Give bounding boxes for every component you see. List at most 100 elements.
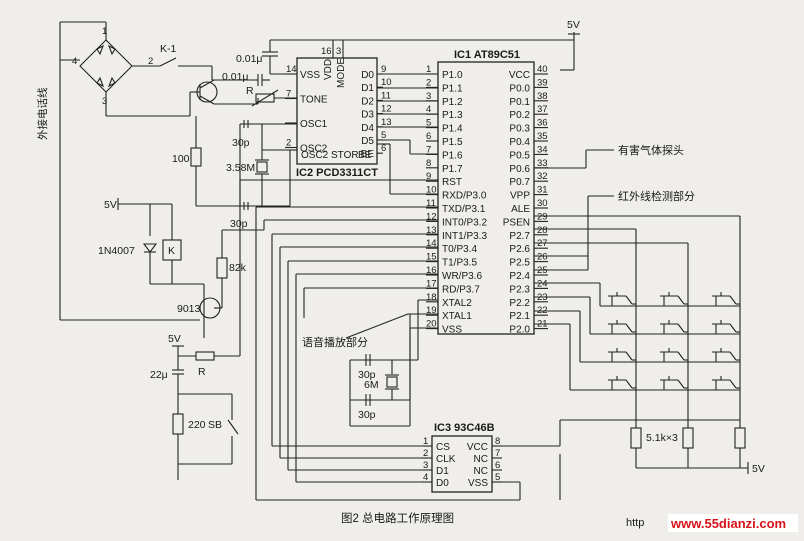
ic1-left-pin-name: WR/P3.6 (442, 271, 482, 282)
ic1-right-pin-num: 36 (537, 118, 548, 129)
figure-caption: 图2 总电路工作原理图 (341, 511, 454, 525)
ic1-left-pin-num: 19 (426, 305, 437, 316)
ic1-left-pin-num: 15 (426, 252, 437, 263)
ic3-right-pin-num: 6 (495, 460, 500, 471)
cap-30p-c-label: 30p (358, 369, 376, 381)
bridge-pin4: 4 (72, 56, 77, 67)
gas-probe-label: 有害气体探头 (618, 143, 684, 157)
ic1-left-pin-num: 11 (426, 198, 436, 209)
r100-label: 100 (172, 153, 190, 165)
vcc-top-label: 5V (567, 19, 580, 31)
ic2-right-pin-name: D4 (361, 123, 374, 134)
ic1-left-pin-name: T0/P3.4 (442, 244, 477, 255)
ic1-left-pin-name: P1.0 (442, 70, 463, 81)
ic1-right-pin-name: P0.1 (509, 97, 530, 108)
keypad-switch (660, 292, 688, 306)
keypad-switch (712, 376, 740, 390)
transistor-9013-label: 9013 (177, 303, 201, 315)
ic1-left-pin-name: RST (442, 177, 462, 188)
ic1-left-pin-name: XTAL2 (442, 298, 472, 309)
ic2-label-osc2: OSC2 (301, 150, 329, 161)
ic3-title: IC3 93C46B (434, 422, 495, 434)
ic3-right-pin-name: NC (474, 454, 488, 465)
ic1-ic3-wires (255, 206, 521, 501)
ic1-left-pin-num: 18 (426, 292, 437, 303)
ic1-right-pin-num: 30 (537, 198, 548, 209)
ic1-left-pin-num: 4 (426, 104, 431, 115)
vcc-bottom-label: 5V (752, 463, 765, 475)
ic1-left-pin-num: 9 (426, 171, 431, 182)
ic1-right-pin-num: 24 (537, 278, 548, 289)
cap-001-b-label: 0.01μ (222, 71, 249, 83)
ic1-right-pin-name: VCC (509, 70, 530, 81)
ic1-left-pin-num: 12 (426, 211, 437, 222)
ic1-right-pin-num: 26 (537, 252, 548, 263)
watermark-prefix: http (626, 517, 644, 529)
voice-section: 语音播放部分 30p 6M 30p (302, 299, 438, 427)
ic2-right-pin-num: 11 (381, 90, 391, 101)
ic3-left-pin-num: 3 (423, 460, 428, 471)
ic1-left-pin-num: 1 (426, 64, 431, 75)
ic1-right-pin-name: P0.6 (509, 164, 530, 175)
ic3-left-pin-name: D0 (436, 478, 449, 489)
ic1-right-pin-name: P2.4 (509, 271, 530, 282)
ir-section: 红外线检测部分 (534, 189, 695, 271)
ic1-right-pin-name: P2.1 (509, 311, 530, 322)
sb-label: SB (208, 419, 222, 431)
bridge-pin2: 2 (148, 56, 153, 67)
relay-label: K (168, 245, 175, 257)
ic1-right-pin-name: P0.0 (509, 83, 530, 94)
ic3-right-pin-num: 5 (495, 472, 500, 483)
vcc-reset-label: 5V (168, 333, 181, 345)
ic1-right-pin-name: P2.3 (509, 284, 530, 295)
ic1-left-pin-num: 10 (426, 185, 437, 196)
ic1-chip: IC1 AT89C51 1P1.02P1.13P1.24P1.35P1.46P1… (426, 49, 548, 336)
ic1-left-pin-name: VSS (442, 325, 462, 336)
keypad-switch (660, 348, 688, 362)
watermark-bg (668, 514, 798, 532)
ic2-title: IC2 PCD3311CT (296, 167, 378, 179)
ic1-right-pin-name: P2.0 (509, 325, 530, 336)
keypad-switch (712, 292, 740, 306)
ic3-right-pin-num: 7 (495, 448, 500, 459)
keypad-switch (608, 320, 636, 334)
ic2-right-pin-num: 10 (381, 77, 392, 88)
keypad-switch (712, 348, 740, 362)
ic1-right-pin-num: 39 (537, 77, 548, 88)
cap-30p-a-label: 30p (232, 137, 250, 149)
ic1-left-pin-name: INT1/P3.3 (442, 231, 487, 242)
ic1-right-pin-name: P2.2 (509, 298, 530, 309)
ic1-right-pin-name: ALE (511, 204, 530, 215)
ic3-left-pin-name: CLK (436, 454, 456, 465)
ic1-right-pin-name: P0.5 (509, 150, 530, 161)
k1-label: K-1 (160, 43, 177, 55)
r-tone-label: R (246, 85, 254, 97)
ic1-right-pin-num: 35 (537, 131, 548, 142)
ic1-left-pin-name: P1.1 (442, 83, 463, 94)
ic1-right-pin-name: P2.7 (509, 231, 530, 242)
ic1-left-pin-name: P1.3 (442, 110, 463, 121)
ic2-left-pin-name: OSC2 (300, 144, 328, 155)
ic2-left-pin-num: 2 (286, 138, 291, 149)
diode-label: 1N4007 (98, 245, 135, 257)
ic1-left-pin-name: INT0/P3.2 (442, 217, 487, 228)
ic1-left-pin-name: TXD/P3.1 (442, 204, 486, 215)
ic3-right-pin-name: VSS (468, 478, 488, 489)
reset-section: 5V R 22μ 220 SB (150, 179, 438, 480)
ic1-left-pin-num: 3 (426, 91, 431, 102)
ic1-right-pin-num: 27 (537, 238, 548, 249)
ic1-right-pin-num: 33 (537, 158, 548, 169)
ic1-right-pin-num: 32 (537, 171, 548, 182)
r-reset-label: R (198, 366, 206, 378)
ic1-left-pin-name: RXD/P3.0 (442, 191, 487, 202)
ic2-peripherals: 0.01μ 0.01μ R 30p 3.58M 30p (212, 40, 438, 230)
ic1-left-pin-num: 5 (426, 118, 431, 129)
ic2-left-pin-name: VSS (300, 70, 320, 81)
ic1-left-pin-name: P1.2 (442, 97, 463, 108)
ic1-left-pin-num: 2 (426, 77, 431, 88)
ic1-left-pin-num: 16 (426, 265, 437, 276)
ic2-label-stor: STOR (331, 150, 359, 161)
ic2-left-pin-num: 14 (286, 64, 297, 75)
ic2-right-pin-name: D5 (361, 136, 374, 147)
